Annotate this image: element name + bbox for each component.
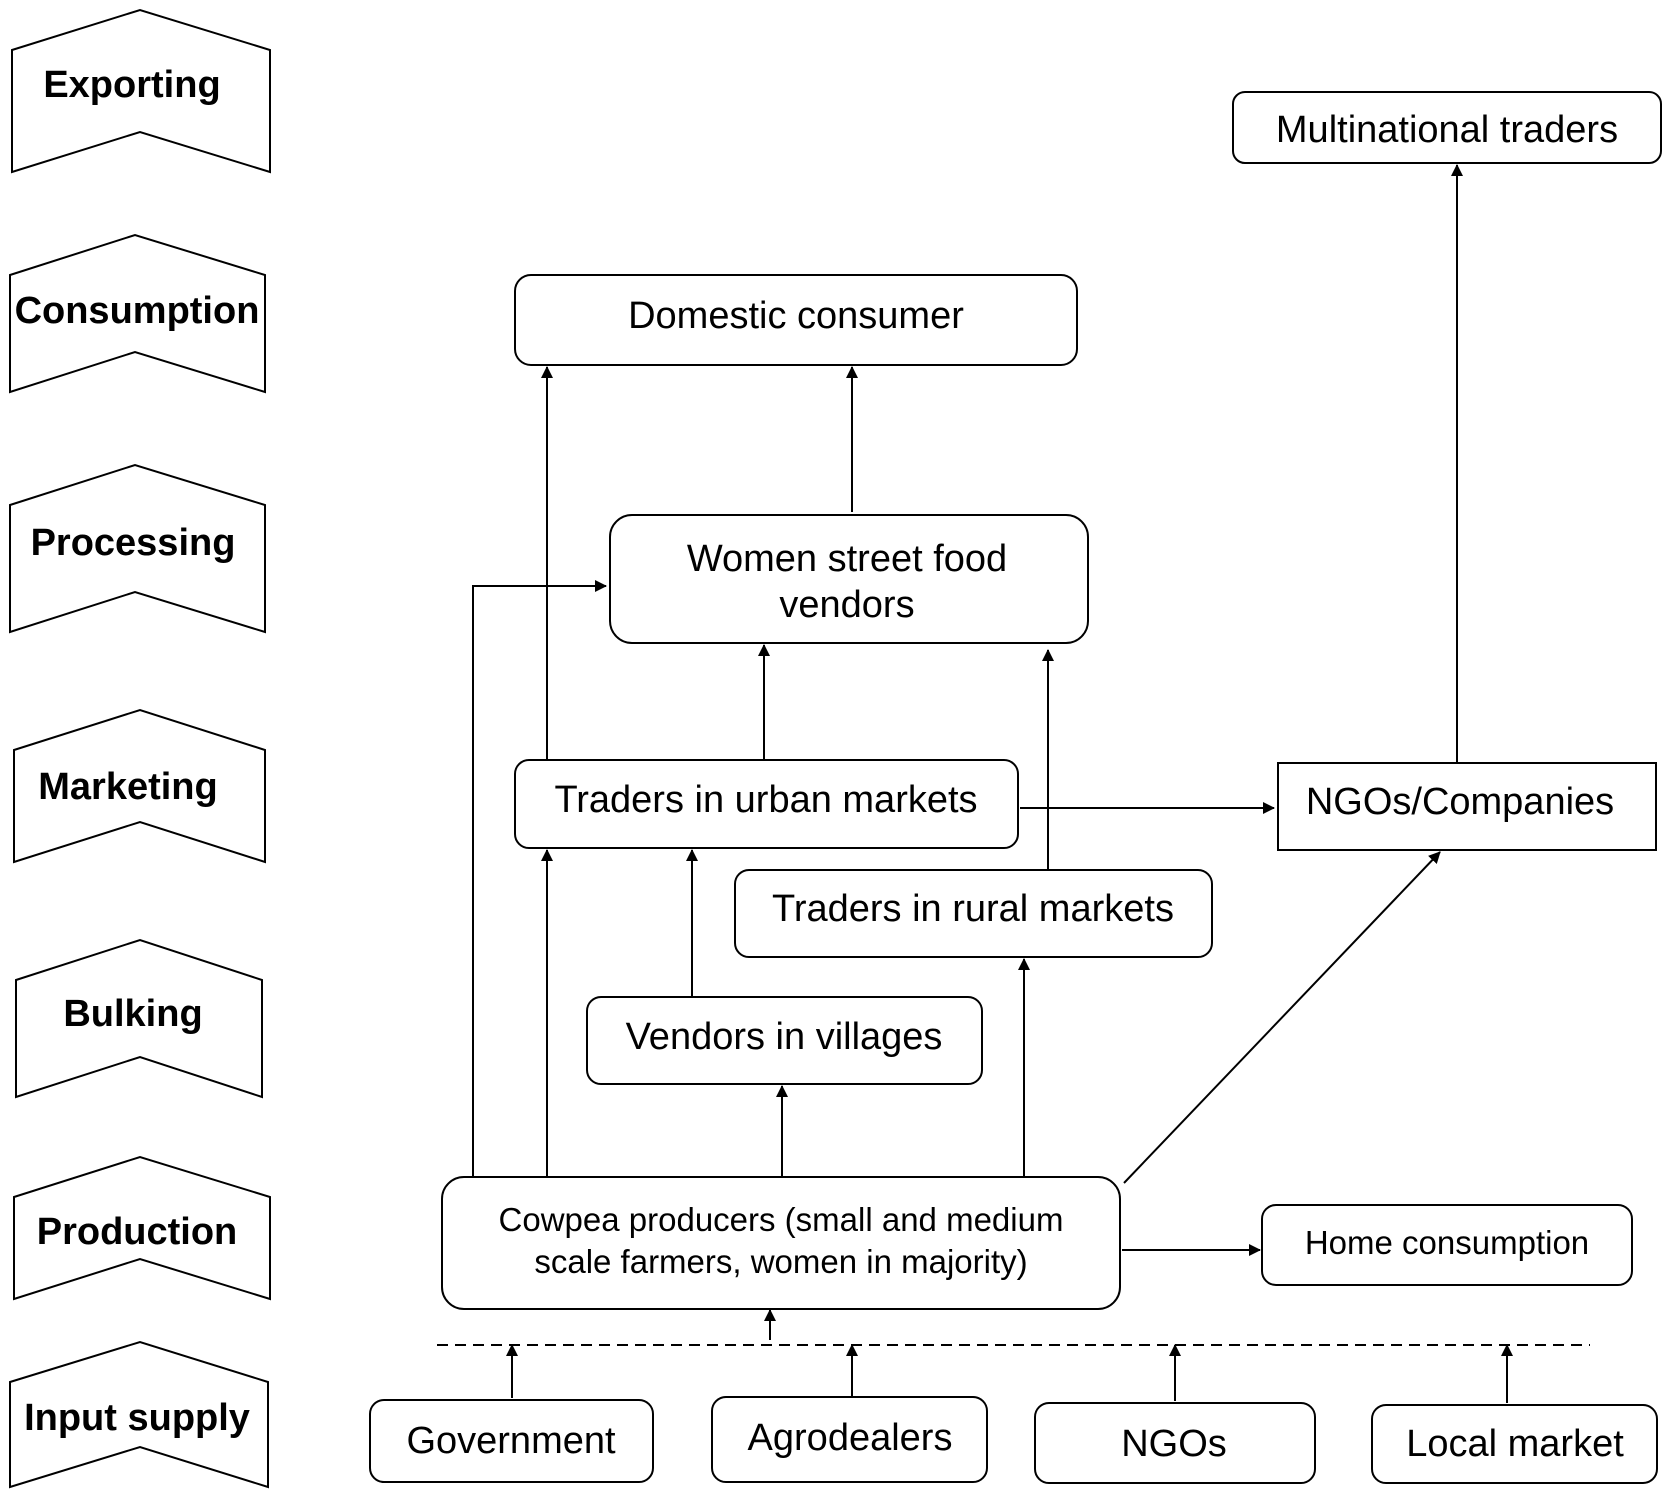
box-government: Government (369, 1399, 654, 1483)
box-home-consumption: Home consumption (1261, 1204, 1633, 1286)
stage-exporting: Exporting (11, 8, 271, 174)
box-cowpea-producers: Cowpea producers (small and medium scale… (441, 1176, 1121, 1310)
stage-marketing-label: Marketing (38, 766, 217, 808)
stage-consumption-label: Consumption (15, 290, 260, 332)
stage-marketing: Marketing (13, 708, 266, 864)
box-vendors-villages: Vendors in villages (586, 996, 983, 1085)
stage-input-supply-label: Input supply (24, 1397, 250, 1439)
ngos-label: NGOs (1121, 1423, 1227, 1465)
stage-production: Production (13, 1155, 271, 1301)
box-ngos: NGOs (1034, 1402, 1316, 1484)
women-street-food-vendors-line-1: Women street food (687, 538, 1007, 580)
stage-input-supply: Input supply (9, 1340, 269, 1489)
box-traders-rural-markets: Traders in rural markets (734, 869, 1213, 958)
traders-rural-label: Traders in rural markets (772, 888, 1174, 930)
box-women-street-food-vendors: Women street food vendors (609, 514, 1089, 644)
cowpea-producers-line-2: scale farmers, women in majority) (534, 1243, 1027, 1280)
arrow-producers-to-street-food-vendors (472, 580, 607, 1177)
stage-consumption: Consumption (9, 233, 266, 394)
traders-urban-label: Traders in urban markets (554, 779, 977, 821)
stage-production-label: Production (37, 1211, 238, 1253)
women-street-food-vendors-line-2: vendors (779, 584, 914, 626)
stage-bulking: Bulking (15, 938, 263, 1099)
agrodealers-label: Agrodealers (748, 1417, 953, 1459)
home-consumption-label: Home consumption (1305, 1224, 1589, 1261)
stage-exporting-label: Exporting (43, 64, 220, 106)
arrow-producers-to-ngos-companies (1123, 851, 1441, 1184)
box-agrodealers: Agrodealers (711, 1396, 988, 1483)
vendors-villages-label: Vendors in villages (626, 1016, 943, 1058)
cowpea-producers-line-1: Cowpea producers (small and medium (499, 1201, 1064, 1238)
box-traders-urban-markets: Traders in urban markets (514, 759, 1019, 849)
box-multinational-traders: Multinational traders (1232, 91, 1662, 164)
box-ngos-companies: NGOs/Companies (1277, 762, 1657, 851)
ngos-companies-label: NGOs/Companies (1306, 781, 1614, 823)
box-local-market: Local market (1371, 1404, 1658, 1484)
stage-processing: Processing (9, 463, 266, 634)
stage-bulking-label: Bulking (63, 993, 202, 1035)
stage-processing-label: Processing (31, 522, 236, 564)
domestic-consumer-label: Domestic consumer (628, 295, 964, 337)
box-domestic-consumer: Domestic consumer (514, 274, 1078, 366)
government-label: Government (406, 1420, 616, 1462)
local-market-label: Local market (1406, 1423, 1624, 1465)
multinational-traders-label: Multinational traders (1276, 109, 1618, 151)
